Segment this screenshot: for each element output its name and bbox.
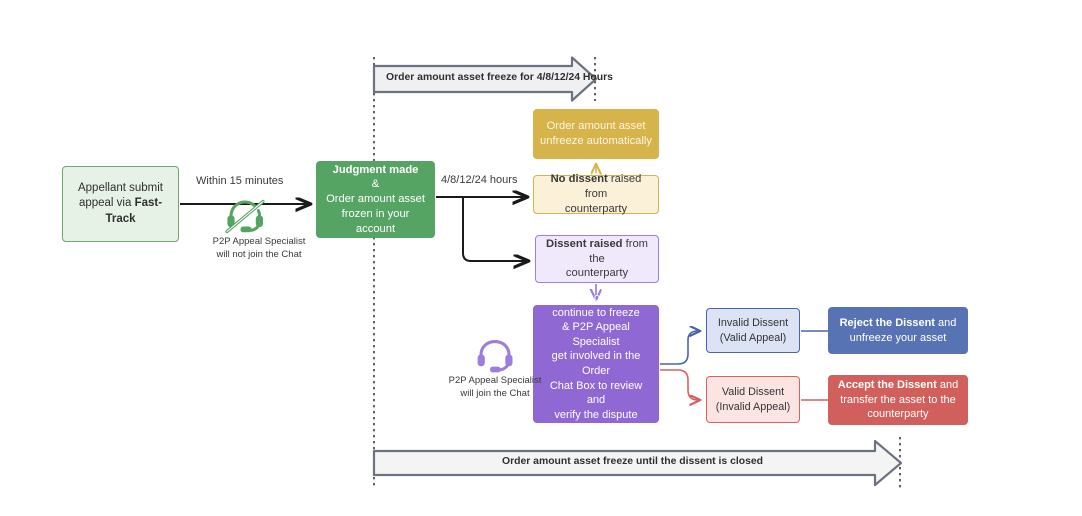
edge-judgment-to-dissent	[462, 197, 528, 261]
node-specialist-line5: Chat Box to review and	[549, 379, 643, 407]
node-no-dissent-raised[interactable]: No dissent raised from counterparty	[533, 173, 659, 215]
node-valid-line1: Valid Dissent	[721, 386, 785, 399]
node-accept-dissent[interactable]: Accept the Dissent and transfer the asse…	[828, 375, 968, 425]
node-reject-line2: unfreeze your asset	[849, 331, 947, 344]
banner-bottom-label: Order amount asset freeze until the diss…	[502, 456, 763, 467]
caption-nojoin-line1: P2P Appeal Specialist	[212, 236, 306, 247]
node-valid-dissent[interactable]: Valid Dissent (Invalid Appeal)	[706, 376, 800, 423]
node-specialist-line4: get involved in the Order	[551, 350, 641, 377]
node-accept-line2: transfer the asset to the	[840, 393, 956, 406]
node-specialist-line3: & P2P Appeal Specialist	[562, 321, 630, 348]
node-accept-line3: counterparty	[867, 408, 929, 421]
edge-specialist-to-valid	[660, 369, 700, 400]
node-specialist-review[interactable]: Order amount asset continue to freeze & …	[533, 292, 659, 435]
node-judgment-made[interactable]: Judgment made & Order amount asset froze…	[316, 161, 435, 238]
node-accept-bold: Accept the Dissent	[837, 379, 937, 392]
node-dissent-bold: Dissent raised	[546, 237, 623, 250]
node-dissent-plain: from the	[589, 237, 648, 265]
node-dissent-raised[interactable]: Dissent raised from the counterparty	[535, 235, 659, 283]
node-reject-plain: and	[934, 316, 957, 329]
node-dissent-line2: counterparty	[565, 267, 629, 280]
node-specialist-line2: continue to freeze	[552, 306, 640, 319]
headset-icon	[473, 339, 517, 380]
node-start-line1: Appellant submit	[77, 182, 164, 195]
edge-specialist-to-invalid	[660, 331, 700, 365]
node-specialist-line1: Order amount asset	[547, 292, 645, 305]
node-valid-line2: (Invalid Appeal)	[715, 400, 791, 413]
edge-label-4-8-12-24-hours: 4/8/12/24 hours	[441, 174, 518, 186]
node-invalid-line2: (Valid Appeal)	[719, 331, 787, 344]
edge-label-within-15-minutes: Within 15 minutes	[196, 175, 284, 187]
banner-top-label: Order amount asset freeze for 4/8/12/24 …	[386, 72, 613, 83]
node-unfreeze-line1: Order amount asset	[546, 120, 646, 133]
node-no-dissent-plain: raised from	[584, 173, 642, 201]
node-asset-unfreeze-automatically[interactable]: Order amount asset unfreeze automaticall…	[533, 109, 659, 159]
caption-specialist-will-join: P2P Appeal Specialist will join the Chat	[425, 374, 565, 401]
node-judgment-line2: &	[371, 178, 380, 191]
node-judgment-line1: Judgment made	[332, 163, 419, 176]
node-specialist-line6: verify the dispute again	[554, 408, 638, 436]
caption-specialist-will-not-join: P2P Appeal Specialist will not join the …	[189, 235, 329, 262]
caption-nojoin-line2: will not join the Chat	[216, 249, 302, 261]
node-judgment-line3: Order amount asset	[326, 193, 425, 206]
node-invalid-line1: Invalid Dissent	[717, 317, 789, 330]
node-reject-bold: Reject the Dissent	[839, 316, 935, 329]
node-no-dissent-line2: counterparty	[564, 202, 628, 215]
node-judgment-line4: frozen in your account	[341, 207, 410, 235]
node-appellant-submit[interactable]: Appellant submit appeal via Fast-Track	[62, 166, 179, 242]
caption-join-line1: P2P Appeal Specialist	[448, 375, 542, 386]
caption-join-line2: will join the Chat	[460, 388, 530, 400]
node-reject-dissent[interactable]: Reject the Dissent and unfreeze your ass…	[828, 307, 968, 354]
node-no-dissent-bold: No dissent	[550, 173, 608, 186]
node-accept-plain: and	[936, 379, 959, 392]
node-invalid-dissent[interactable]: Invalid Dissent (Valid Appeal)	[706, 308, 800, 353]
headset-slash-icon	[222, 199, 268, 240]
node-unfreeze-line2: unfreeze automatically	[540, 135, 652, 147]
node-start-line2-plain: appeal via	[78, 197, 135, 210]
node-start-line2-bold: Fast-Track	[105, 197, 163, 225]
